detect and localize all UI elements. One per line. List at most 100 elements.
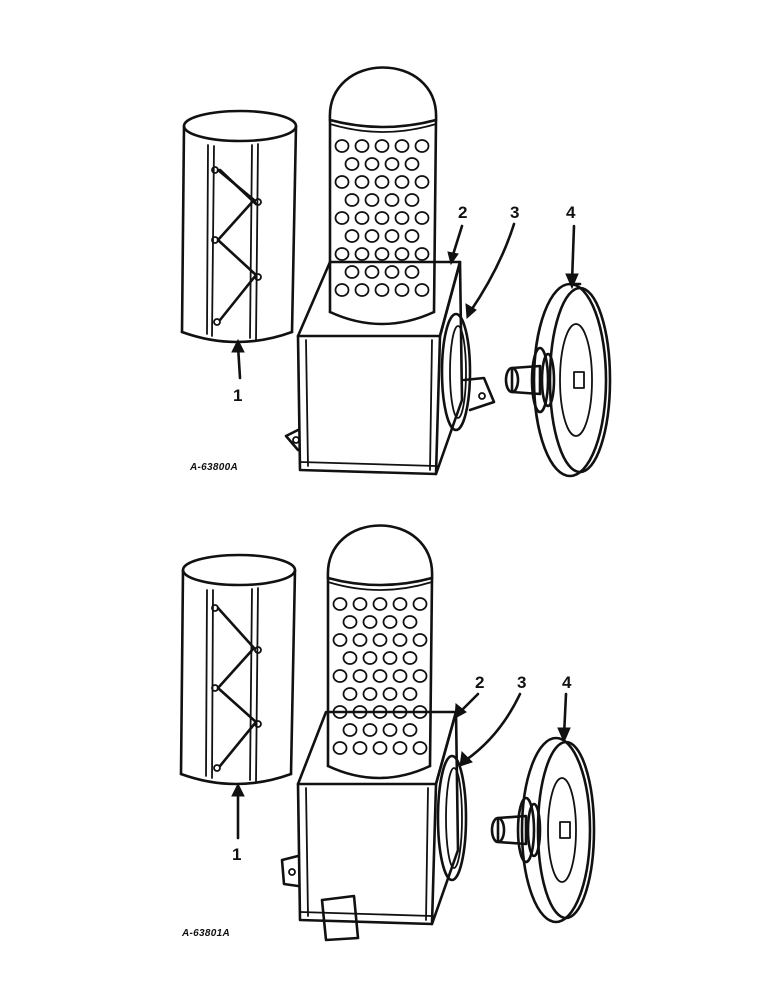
perforation-hole [394,283,410,297]
perforation-hole [394,247,410,261]
callout-4: 4 [562,673,572,692]
perforation-hole [364,265,380,279]
perforation-hole [404,193,420,207]
perforation-hole [332,633,348,647]
figure-bottom: 1 2 3 4 A-63801A [0,500,772,1000]
perforation-hole [374,139,390,153]
figure-top: 1 2 3 4 A-63800A [180,66,612,478]
perforation-hole [372,705,388,719]
perforation-hole [332,705,348,719]
perforation-hole [382,651,398,665]
perforation-hole [402,651,418,665]
callout-3: 3 [510,203,520,222]
perforation-hole [344,193,360,207]
perforation-hole [364,229,380,243]
perforation-hole [354,211,370,225]
figure-code: A-63801A [182,928,230,939]
perforation-hole [412,705,428,719]
perforation-hole [352,669,368,683]
perforation-hole [372,633,388,647]
perforation-hole [394,139,410,153]
perforation-hole [372,741,388,755]
callout-4: 4 [566,203,576,222]
perforation-hole [412,669,428,683]
perforation-hole [332,669,348,683]
perforation-hole [382,723,398,737]
perforation-hole [384,265,400,279]
perforation-hole [402,615,418,629]
perforation-hole [362,723,378,737]
perforation-hole [374,175,390,189]
callout-1: 1 [233,386,243,405]
perforation-hole [342,615,358,629]
perforation-hole [394,211,410,225]
perforation-hole [404,265,420,279]
perforation-hole [354,175,370,189]
wrap-sleeve-part [179,553,297,786]
perforation-hole [392,705,408,719]
perforation-hole [372,597,388,611]
perforation-hole [414,139,430,153]
perforation-hole [354,283,370,297]
perforation-hole [362,615,378,629]
perforation-hole [414,175,430,189]
perforation-hole [354,247,370,261]
perforation-hole [352,705,368,719]
perforation-hole [352,633,368,647]
perforation-hole [372,669,388,683]
housing-assembly-part [284,66,496,476]
perforation-hole [392,669,408,683]
perforation-hole [362,651,378,665]
perforation-hole [352,597,368,611]
perforation-hole [332,597,348,611]
callout-1: 1 [232,845,242,864]
perforation-hole [342,687,358,701]
perforation-hole [344,157,360,171]
perforation-hole [354,139,370,153]
perforation-hole [382,687,398,701]
perforation-hole [404,157,420,171]
perforation-hole [342,723,358,737]
disc-part [504,282,612,478]
perforation-hole [402,723,418,737]
perforation-hole [412,633,428,647]
figure-top-drawing [180,66,612,478]
perforation-hole [364,157,380,171]
perforation-hole [382,615,398,629]
perforation-hole [384,229,400,243]
perforation-hole [352,741,368,755]
perforation-hole [334,175,350,189]
perforation-hole [414,283,430,297]
perforation-hole [392,633,408,647]
perforation-hole [334,283,350,297]
perforation-hole [384,193,400,207]
perforation-hole [392,597,408,611]
perforation-hole [334,211,350,225]
housing-assembly-part [280,524,468,942]
figure-code: A-63800A [190,462,238,473]
perforation-hole [404,229,420,243]
perforation-hole [414,247,430,261]
perforation-hole [332,741,348,755]
perforation-hole [392,741,408,755]
callout-2: 2 [458,203,468,222]
perforation-hole [362,687,378,701]
callout-2: 2 [475,673,485,692]
perforation-hole [374,283,390,297]
perforation-hole [412,741,428,755]
callout-3: 3 [517,673,527,692]
perforation-hole [334,139,350,153]
perforation-hole [374,211,390,225]
perforation-hole [394,175,410,189]
perforation-hole [364,193,380,207]
disc-part [490,736,596,924]
figure-bottom-drawing [179,524,596,942]
perforation-hole [412,597,428,611]
perforation-hole [344,229,360,243]
wrap-sleeve-part [180,109,298,344]
perforation-hole [384,157,400,171]
perforation-hole [414,211,430,225]
perforation-hole [402,687,418,701]
perforation-hole [374,247,390,261]
